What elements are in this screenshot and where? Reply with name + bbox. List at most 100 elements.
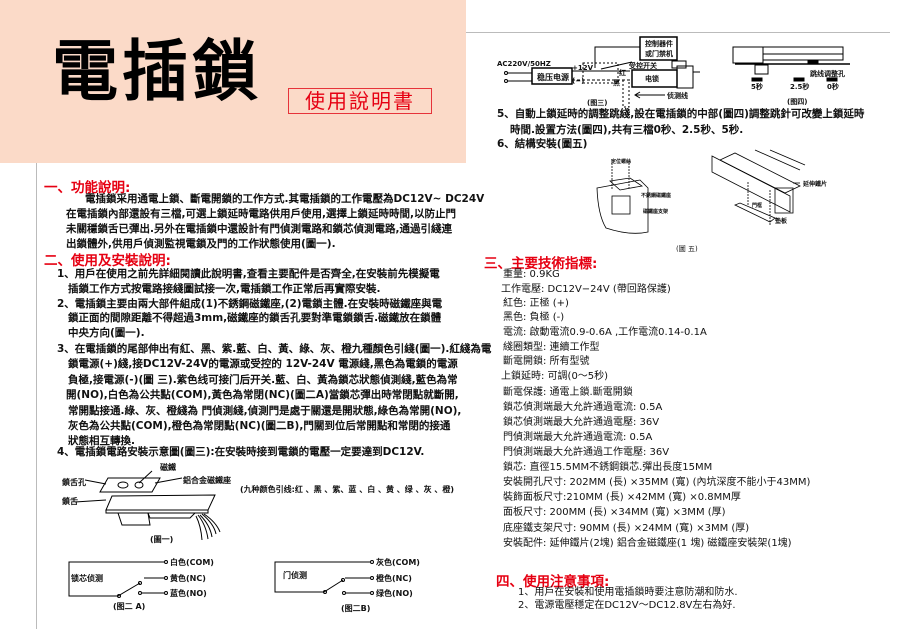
header-banner xyxy=(0,0,466,163)
figure5-label-c: 磁鐵座支架 xyxy=(643,209,669,215)
right-item: 5、自動上鎖延時的調整跳綫,設在電插鎖的中部(圖四)調整跳針可改變上鎖延時 xyxy=(497,108,865,120)
section1-heading: 一、功能說明: xyxy=(44,180,131,196)
figure3-controller-2: 或门禁机 xyxy=(645,50,673,58)
spec-line: 安裝配件: 延伸鐵片(2塊) 鋁合金磁鐵座(1 塊) 磁鐵座安裝架(1塊) xyxy=(503,538,792,549)
section2-line: 開(NO),白色為公共點(COM),黃色為常閉(NC)(圖二A)當鎖芯彈出時常閉… xyxy=(66,389,459,401)
section2-line: 狀態相互轉換. xyxy=(68,435,135,447)
figure2a-circuit xyxy=(68,560,168,598)
figure5-label-a: 定位螺絲 xyxy=(611,159,632,165)
spec-line: 門偵測端最大允許通過工作電壓: 36V xyxy=(503,447,670,458)
figure5-label-f: 墊板 xyxy=(775,218,788,225)
figure2b-com: 灰色(COM) xyxy=(376,558,420,567)
spec-line: 鎖芯偵測端最大允許通過電壓: 36V xyxy=(503,417,660,428)
section1-line: 電插鎖采用通電上鎖、斷電開鎖的工作方式.其電插鎖的工作電壓為DC12V~ DC2… xyxy=(85,193,485,205)
figure4-opt1: 5秒 xyxy=(751,83,763,91)
section2-line: 鎖正面的間隙距離不得超過3mm,磁鐵座的鎖舌孔要對準電鎖鎖舌.磁鐵放在鎖體 xyxy=(68,312,442,324)
figure2b-nc: 橙色(NC) xyxy=(376,574,412,583)
figure1-label-tongue-hole: 鎖舌孔 xyxy=(62,478,86,487)
spec-line: 安裝開孔尺寸: 202MM (長) ×35MM (寬) (內坑深度不能小于43M… xyxy=(503,477,811,488)
spec-line: 重量: 0.9KG xyxy=(503,269,560,280)
top-divider xyxy=(466,32,890,33)
figure2a-nc: 黄色(NC) xyxy=(170,574,206,583)
section2-line: 負極,接電源(-)(圖 三).紫色线可接门后开关.藍、白、黃為鎖芯狀態偵測綫,藍… xyxy=(68,374,458,386)
figure3-regulator: 稳压电源 xyxy=(537,73,569,82)
spec-line: 斷電保護: 通電上鎖.斷電開鎖 xyxy=(503,387,633,398)
section2-line: 3、在電插鎖的尾部伸出有紅、黑、紫.藍、白、黃、綠、灰、橙九種顏色引綫(圖一).… xyxy=(57,343,492,355)
figure1-label-base: 鋁合金磁鐵座 xyxy=(183,476,231,485)
section2-line: 4、電插鎖電路安裝示意圖(圖三):在安裝時接到電鎖的電壓一定要達到DC12V. xyxy=(57,446,425,458)
spec-line: 門偵測端最大允許通過電流: 0.5A xyxy=(503,432,653,443)
figure2b-caption: (图二B) xyxy=(341,604,371,613)
figure3-12v: +12V xyxy=(572,64,594,72)
figure2a-box-label: 锁芯侦测 xyxy=(71,574,103,583)
figure2a-no: 蓝色(NO) xyxy=(170,589,207,598)
section2-line: 插鎖工作方式按電路接綫圖試接一次,電插鎖工作正常后再實際安裝. xyxy=(68,283,381,295)
figure3-minus: (−) xyxy=(572,77,585,85)
spec-line: 上鎖延時: 可調(0～5秒) xyxy=(501,371,609,382)
section2-line: 1、用戶在使用之前先詳細閱讀此說明書,查看主要配件是否齊全,在安裝前先模擬電 xyxy=(57,268,440,280)
figure2a-caption: (图二 A) xyxy=(113,602,146,611)
section3-heading: 三、主要技術指標: xyxy=(484,256,598,272)
figure3-controller-1: 控制器件 xyxy=(645,40,673,48)
figure3-power: AC220V/50HZ xyxy=(497,60,551,68)
right-item: 6、結構安裝(圖五) xyxy=(497,138,588,150)
figure4-caption: (图四) xyxy=(787,98,808,106)
right-item: 時間.設置方法(圖四),共有三檔0秒、2.5秒、5秒. xyxy=(510,124,744,136)
figure1-caption: (圖一) xyxy=(150,535,174,544)
figure3-red: 红 xyxy=(619,69,626,77)
section2-line: 鎖電源(+)綫,接DC12V-24V的電源或受控的 12V-24V 電源綫,黑色… xyxy=(68,358,458,370)
section2-line: 常開點接通.綠、灰、橙綫為 門偵測綫,偵測門是處于關還是開狀態,綠色為常開(NO… xyxy=(68,405,462,417)
figure2b-no: 绿色(NO) xyxy=(376,589,413,598)
spec-line: 鎖芯偵測端最大允許通過電流: 0.5A xyxy=(503,402,663,413)
figure1-label-magnet: 磁鐵 xyxy=(160,463,176,472)
magnet-plate xyxy=(99,477,161,493)
notice-line: 2、電源電壓穩定在DC12V～DC12.8V左右為好. xyxy=(518,600,736,611)
figure2a-com: 白色(COM) xyxy=(170,558,214,567)
spec-line: 斷電開鎖: 所有型號 xyxy=(503,356,590,367)
page-title: 電插鎖 xyxy=(52,33,262,110)
figure3-circuit xyxy=(504,36,700,108)
figure4-opt3: 0秒 xyxy=(827,83,839,91)
figure4-jumper xyxy=(732,46,850,82)
figure1-wires-note: (九种颜色引线:红 、黑 、紫、蓝 、白 、黄 、绿 、灰 、橙) xyxy=(240,485,455,494)
spec-line: 黑色: 負極 (-) xyxy=(503,312,565,323)
figure4-jumper: 跳线调整孔 xyxy=(810,70,845,78)
figure5-label-b: 不銹鋼磁鐵座 xyxy=(641,193,672,199)
spec-line: 鎖芯: 直徑15.5MM不銹鋼鎖芯.彈出長度15MM xyxy=(503,462,713,473)
section1-line: 出鎖體外,供用戶偵測監視電鎖及門的工作狀態使用(圖一). xyxy=(66,238,336,250)
figure3-lock: 电锁 xyxy=(645,75,659,83)
figure5-caption: (圖 五) xyxy=(676,245,698,253)
section2-line: 2、電插鎖主要由兩大部件組成(1)不銹鋼磁鐵座,(2)電鎖主體.在安裝時磁鐵座與… xyxy=(57,298,443,310)
section2-heading: 二、使用及安裝說明: xyxy=(44,253,171,269)
spec-line: 紅色: 正極 (+) xyxy=(503,298,569,309)
spec-line: 綫圈類型: 連續工作型 xyxy=(503,342,600,353)
figure5-label-e: 門框 xyxy=(752,203,763,209)
section2-line: 中央方向(圖一). xyxy=(68,327,145,339)
figure3-detect: 侦测线 xyxy=(667,92,688,100)
figure2-switch-diagrams xyxy=(68,560,374,598)
section2-line: 灰色為公共點(COM),橙色為常閉點(NC)(圖二B),門關到位后常開點和常閉的… xyxy=(68,420,451,432)
section4-heading: 四、使用注意事項: xyxy=(496,574,610,590)
spec-line: 底座鐵支架尺寸: 90MM (長) ×24MM (寬) ×3MM (厚) xyxy=(503,523,750,534)
spec-line: 面板尺寸: 200MM (長) ×34MM (寬) ×3MM (厚) xyxy=(503,507,726,518)
notice-line: 1、用戶在安裝和使用電插鎖時要注意防潮和防水. xyxy=(518,587,738,598)
section1-line: 在電插鎖內部還設有三檔,可選上鎖延時電路供用戶使用,選擇上鎖延時時間,以防止門 xyxy=(66,208,456,220)
spec-line: 裝飾面板尺寸:210MM (長) ×42MM (寬) ×0.8MM厚 xyxy=(503,492,741,503)
section1-line: 未關穩鎖舌已彈出.另外在電插鎖中還設計有門偵測電路和鎖芯偵測電路,通過引綫連 xyxy=(66,223,452,235)
spec-line: 工作電壓: DC12V−24V (帶回路保護) xyxy=(501,284,671,295)
figure4-opt2: 2.5秒 xyxy=(790,83,810,91)
left-divider xyxy=(36,163,37,629)
spec-line: 電流: 啟動電流0.9-0.6A ,工作電流0.14-0.1A xyxy=(503,327,707,338)
page-subtitle: 使用說明書 xyxy=(288,88,432,114)
figure1-lock-drawing xyxy=(74,470,221,541)
figure5-label-d: 延伸鐵片 xyxy=(803,181,828,188)
wire-bundle xyxy=(195,513,221,541)
figure3-switch: 受控开关 xyxy=(629,62,657,70)
figure3-caption: (图三) xyxy=(587,99,608,107)
figure2b-box-label: 门侦测 xyxy=(283,571,307,580)
figure1-label-tongue: 鎖舌 xyxy=(62,497,78,506)
figure3-black: 黑 xyxy=(613,79,620,87)
figure2b-circuit xyxy=(274,560,374,595)
